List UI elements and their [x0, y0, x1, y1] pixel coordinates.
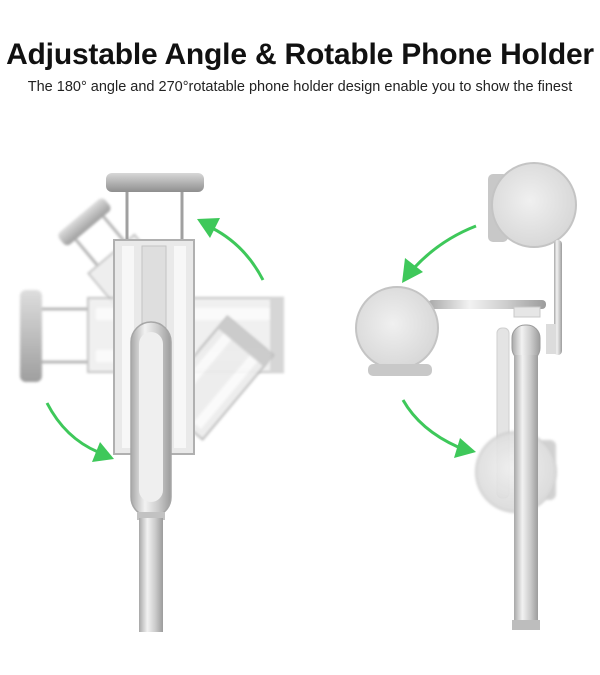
- left-clamp-illustration: [20, 173, 284, 632]
- page-subtitle: The 180° angle and 270°rotatable phone h…: [27, 79, 573, 95]
- page-title: Adjustable Angle & Rotable Phone Holder: [6, 38, 594, 71]
- pad-top: [488, 162, 577, 355]
- right-stand-rod: [512, 355, 540, 630]
- clamp-top-cap: [106, 173, 204, 192]
- rotate-arrow-right-icon: [401, 399, 476, 458]
- right-rotate-illustration: [355, 162, 577, 630]
- rotate-arrow-down-icon: [45, 402, 114, 462]
- left-stand-rod: [130, 321, 172, 632]
- rotate-arrow-up-icon: [197, 218, 265, 281]
- rotate-arrow-left-icon: [402, 224, 477, 283]
